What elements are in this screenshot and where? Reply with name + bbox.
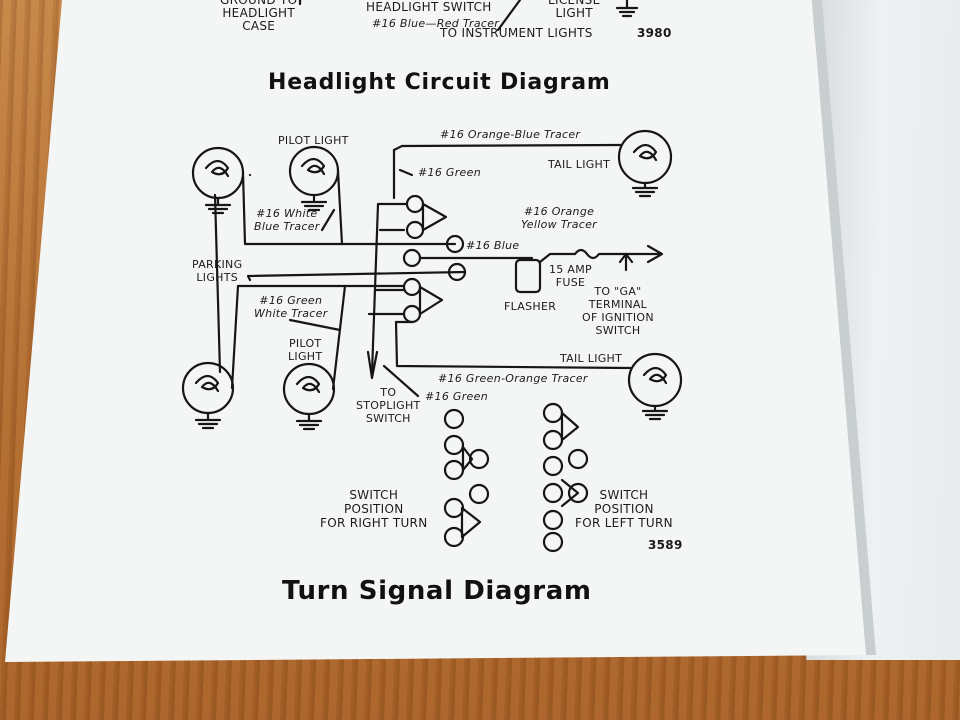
- label-parking-lights: PARKING LIGHTS: [192, 258, 243, 284]
- label-15-amp-fuse: 15 AMP FUSE: [549, 263, 592, 289]
- headlight-circuit-title: Headlight Circuit Diagram: [268, 70, 611, 95]
- switch-position-left-turn: [542, 402, 589, 553]
- label-to-ga-terminal: TO "GA" TERMINAL OF IGNITION SWITCH: [582, 285, 654, 337]
- page-paper: [5, 0, 866, 662]
- label-orange-yellow-tracer: #16 Orange Yellow Tracer: [521, 205, 597, 231]
- label-pilot-light-top: PILOT LIGHT: [278, 134, 349, 147]
- label-pilot-light-bottom: PILOT LIGHT: [288, 337, 323, 363]
- tail-light-lower: [627, 352, 683, 421]
- wire-green-orange-tracer: [394, 320, 632, 370]
- wiring-lines: [181, 0, 683, 553]
- arrow-to-stoplight: [366, 350, 379, 380]
- label-switch-position-left: SWITCH POSITION FOR LEFT TURN: [575, 488, 673, 530]
- label-flasher: FLASHER: [504, 300, 557, 313]
- label-green-orange-tracer: #16 Green-Orange Tracer: [438, 372, 588, 385]
- label-white-blue-tracer: #16 White Blue Tracer: [254, 207, 320, 233]
- label-tail-light-top: TAIL LIGHT: [548, 158, 611, 171]
- label-ground-to-headlight-case: GROUND TO HEADLIGHT CASE: [220, 0, 298, 33]
- label-tail-light-bottom: TAIL LIGHT: [560, 352, 623, 365]
- leader-parking: [213, 193, 222, 374]
- wire-pilot-lower: [331, 284, 347, 391]
- fuse-symbol: [573, 248, 601, 260]
- wire-to-ignition: [598, 244, 664, 264]
- label-green-bottom: #16 Green: [425, 390, 488, 403]
- wire-pilot-upper: [336, 169, 344, 246]
- wire-parking-lower: [230, 284, 406, 390]
- page-edge-shadow: [812, 0, 876, 655]
- label-blue-red-tracer: #16 Blue—Red Tracer: [372, 17, 500, 30]
- wire-central-bus: [370, 202, 409, 375]
- switch-position-right-turn: [443, 408, 490, 548]
- label-headlight-switch: HEADLIGHT SWITCH: [366, 0, 492, 14]
- label-license-light: LICENSE LIGHT: [548, 0, 601, 20]
- header-leader-lines: [298, 0, 522, 32]
- label-switch-position-right: SWITCH POSITION FOR RIGHT TURN: [320, 488, 428, 530]
- header-ground-symbol: [615, 0, 639, 18]
- label-orange-blue-tracer: #16 Orange-Blue Tracer: [440, 128, 581, 141]
- wire-parking-upper: [241, 171, 457, 246]
- label-to-instrument-lights: TO INSTRUMENT LIGHTS: [440, 26, 593, 40]
- figure-number-3980: 3980: [637, 26, 672, 40]
- figure-number-3589: 3589: [648, 538, 683, 552]
- label-16-blue: #16 Blue: [466, 239, 520, 252]
- label-to-stoplight-switch: TO STOPLIGHT SWITCH: [356, 386, 421, 425]
- label-green-white-tracer: #16 Green White Tracer: [254, 294, 328, 320]
- label-green-top: #16 Green: [418, 166, 481, 179]
- turn-signal-diagram-title: Turn Signal Diagram: [282, 576, 592, 606]
- wire-orange-blue-tracer: [392, 143, 622, 152]
- tail-light-upper: [617, 129, 673, 198]
- flasher-unit: [514, 258, 542, 294]
